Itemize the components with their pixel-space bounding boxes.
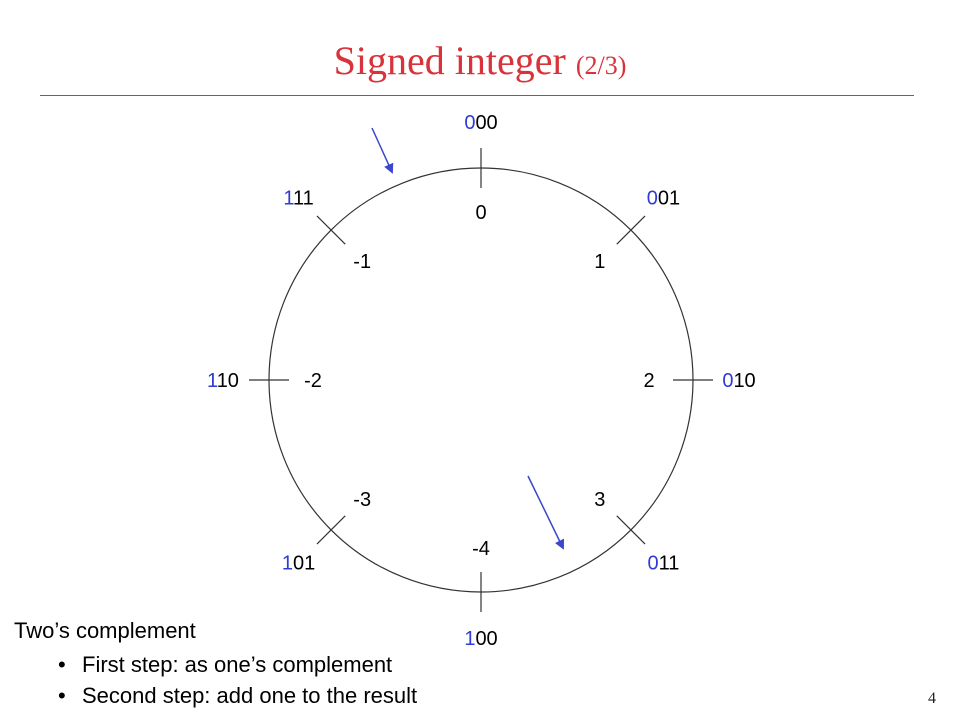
decimal-value-label: -4 bbox=[472, 538, 490, 560]
notes-heading: Two’s complement bbox=[14, 618, 196, 643]
decimal-value-label: -2 bbox=[304, 370, 322, 392]
tick-mark bbox=[316, 215, 346, 245]
binary-code-label: 111 bbox=[283, 188, 313, 210]
value-bits: 01 bbox=[658, 188, 680, 210]
arrow-bottom bbox=[527, 475, 564, 550]
decimal-value-label: -1 bbox=[353, 251, 371, 273]
value-bits: 00 bbox=[475, 112, 497, 134]
binary-code-label: 000 bbox=[464, 112, 497, 134]
tick-mark bbox=[616, 215, 646, 245]
binary-code-label: 110 bbox=[207, 370, 239, 392]
decimal-value-label: 1 bbox=[594, 251, 605, 273]
tick-mark bbox=[316, 515, 346, 545]
page-number: 4 bbox=[928, 690, 936, 707]
arrow-top bbox=[371, 127, 394, 174]
binary-code-label: 100 bbox=[464, 628, 497, 650]
notes-bullet-list: First step: as one’s complement Second s… bbox=[14, 649, 417, 711]
title-main: Signed integer bbox=[333, 38, 566, 83]
sign-bit: 1 bbox=[282, 552, 293, 574]
value-bits: 00 bbox=[475, 628, 497, 650]
slide-title: Signed integer (2/3) bbox=[0, 36, 960, 91]
sign-bit: 1 bbox=[464, 628, 475, 650]
value-bits: 11 bbox=[659, 552, 680, 574]
sign-bit: 1 bbox=[207, 370, 218, 392]
title-underline bbox=[40, 95, 914, 96]
binary-code-label: 001 bbox=[647, 188, 680, 210]
binary-code-label: 101 bbox=[282, 552, 315, 574]
value-bits: 11 bbox=[293, 188, 314, 210]
decimal-value-labels: 0 1 2 3 -4 -3 -2 -1 bbox=[304, 202, 654, 560]
sign-bit: 0 bbox=[464, 112, 475, 134]
binary-code-label: 010 bbox=[722, 370, 755, 392]
title-suffix: (2/3) bbox=[575, 51, 627, 80]
decimal-value-label: 2 bbox=[643, 370, 654, 392]
value-bits: 01 bbox=[293, 552, 315, 574]
decimal-value-label: 3 bbox=[594, 489, 605, 511]
sign-bit: 0 bbox=[647, 188, 658, 210]
value-bits: 10 bbox=[217, 370, 239, 392]
notes-bullet: Second step: add one to the result bbox=[58, 680, 417, 711]
explanation-notes: Two’s complement First step: as one’s co… bbox=[14, 617, 417, 711]
decimal-value-label: 0 bbox=[475, 202, 486, 224]
tick-mark bbox=[616, 515, 646, 545]
tick-marks bbox=[249, 148, 713, 612]
sign-bit: 0 bbox=[647, 552, 658, 574]
binary-code-label: 011 bbox=[647, 552, 679, 574]
notes-bullet: First step: as one’s complement bbox=[58, 649, 417, 680]
value-bits: 10 bbox=[733, 370, 755, 392]
sign-bit: 0 bbox=[722, 370, 733, 392]
decimal-value-label: -3 bbox=[353, 489, 371, 511]
sign-bit: 1 bbox=[283, 188, 294, 210]
